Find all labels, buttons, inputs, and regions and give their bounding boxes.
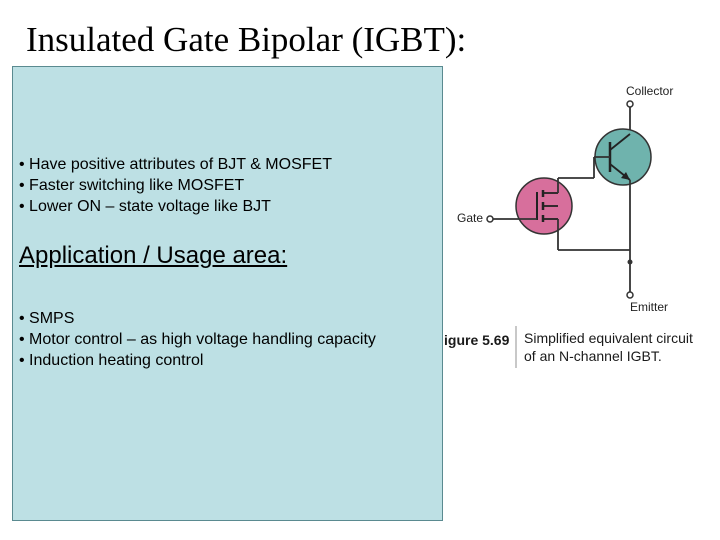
list-item: • Induction heating control bbox=[19, 352, 204, 369]
bjt-emitter-arrow bbox=[621, 172, 630, 180]
figure-number: igure 5.69 bbox=[444, 332, 510, 348]
gate-label: Gate bbox=[457, 211, 484, 225]
list-item: • SMPS bbox=[19, 310, 75, 327]
applications-list: • SMPS • Motor control – as high voltage… bbox=[19, 308, 376, 371]
emitter-terminal bbox=[626, 291, 634, 299]
list-item: • Faster switching like MOSFET bbox=[19, 177, 245, 194]
application-heading: Application / Usage area: bbox=[19, 242, 288, 269]
igbt-circuit-diagram bbox=[486, 100, 652, 299]
list-item: • Lower ON – state voltage like BJT bbox=[19, 198, 271, 215]
caption-line-2: of an N-channel IGBT. bbox=[524, 348, 662, 364]
collector-label: Collector bbox=[626, 84, 674, 98]
list-item: • Motor control – as high voltage handli… bbox=[19, 331, 376, 348]
bjt-collector-leg bbox=[609, 133, 631, 151]
list-item: • Have positive attributes of BJT & MOSF… bbox=[19, 156, 332, 173]
caption-divider bbox=[515, 326, 517, 368]
gate-terminal bbox=[486, 215, 494, 223]
caption-line-1: Simplified equivalent circuit bbox=[524, 330, 693, 346]
content-text-box: • Have positive attributes of BJT & MOSF… bbox=[12, 66, 443, 521]
figure-caption: Simplified equivalent circuit of an N-ch… bbox=[524, 329, 720, 365]
features-list: • Have positive attributes of BJT & MOSF… bbox=[19, 154, 332, 217]
slide-title: Insulated Gate Bipolar (IGBT): bbox=[26, 20, 467, 59]
emitter-label: Emitter bbox=[630, 300, 669, 314]
collector-terminal bbox=[626, 100, 634, 108]
igbt-equivalent-circuit-figure: Collector Gate Emitter igure 5.69 Simpli… bbox=[430, 70, 720, 390]
